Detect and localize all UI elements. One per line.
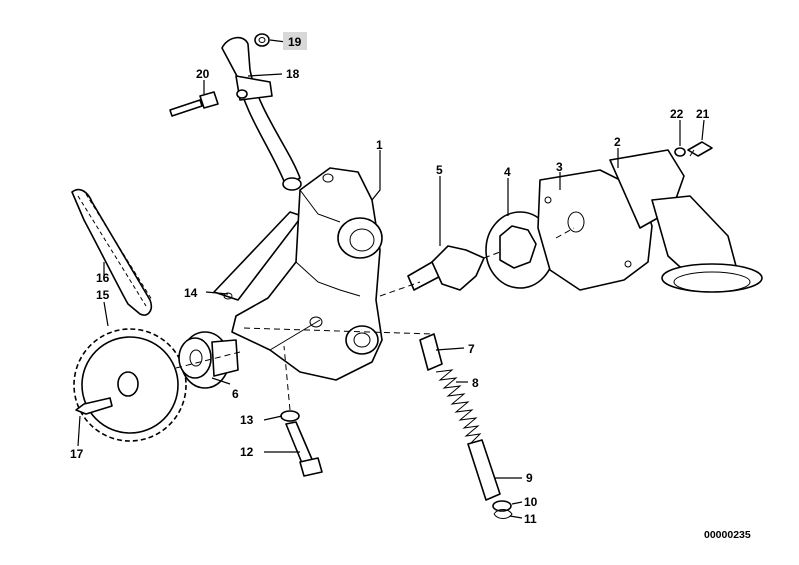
relief-piston-part-7[interactable] xyxy=(419,333,443,371)
label-part-5[interactable]: 5 xyxy=(436,163,443,177)
label-part-12[interactable]: 12 xyxy=(240,445,254,459)
label-part-14[interactable]: 14 xyxy=(184,286,198,300)
label-part-3[interactable]: 3 xyxy=(556,160,563,174)
washer-part-13[interactable] xyxy=(280,410,300,422)
spring-part-8[interactable] xyxy=(435,369,482,445)
part-19-highlight xyxy=(283,32,307,50)
drive-chain-part-16[interactable] xyxy=(71,188,153,316)
drive-hub-part-6[interactable] xyxy=(178,331,239,389)
pump-housing-part-1[interactable] xyxy=(231,167,383,381)
oil-pipe-part-18[interactable] xyxy=(221,36,302,191)
label-part-8[interactable]: 8 xyxy=(472,376,479,390)
label-part-18[interactable]: 18 xyxy=(286,67,300,81)
label-part-16[interactable]: 16 xyxy=(96,271,110,285)
label-part-21[interactable]: 21 xyxy=(696,107,710,121)
washer-part-10[interactable] xyxy=(492,500,512,512)
label-part-6[interactable]: 6 xyxy=(232,387,239,401)
label-part-19[interactable]: 19 xyxy=(288,35,302,49)
label-part-2[interactable]: 2 xyxy=(614,135,621,149)
outer-rotor-part-4[interactable] xyxy=(485,211,555,289)
washer-part-22[interactable] xyxy=(674,147,686,157)
seal-ring-part-19[interactable] xyxy=(254,33,270,47)
screw-part-21[interactable] xyxy=(687,141,713,157)
oil-strainer-part-2[interactable] xyxy=(609,149,763,293)
valve-pin-part-9[interactable] xyxy=(467,439,501,501)
label-part-22[interactable]: 22 xyxy=(670,107,684,121)
label-part-13[interactable]: 13 xyxy=(240,413,254,427)
label-part-15[interactable]: 15 xyxy=(96,288,110,302)
circlip-part-11[interactable] xyxy=(493,509,513,519)
label-part-17[interactable]: 17 xyxy=(70,447,84,461)
part-labels: 1 2 3 4 5 6 7 8 9 10 11 12 13 14 15 16 1… xyxy=(70,35,710,526)
label-part-9[interactable]: 9 xyxy=(526,471,533,485)
diagram-reference-number: 00000235 xyxy=(704,529,751,541)
label-part-20[interactable]: 20 xyxy=(196,67,210,81)
bolt-part-17[interactable] xyxy=(75,397,113,415)
label-part-1[interactable]: 1 xyxy=(376,138,383,152)
label-part-7[interactable]: 7 xyxy=(468,342,475,356)
label-part-4[interactable]: 4 xyxy=(504,165,511,179)
bolt-part-12[interactable] xyxy=(285,421,323,477)
label-part-10[interactable]: 10 xyxy=(524,495,538,509)
assembly-axis-lines xyxy=(175,227,575,411)
rotor-shaft-part-5[interactable] xyxy=(407,245,485,291)
label-part-11[interactable]: 11 xyxy=(524,512,537,526)
sprocket-part-15[interactable] xyxy=(73,328,187,442)
bolt-part-20[interactable] xyxy=(169,91,219,117)
